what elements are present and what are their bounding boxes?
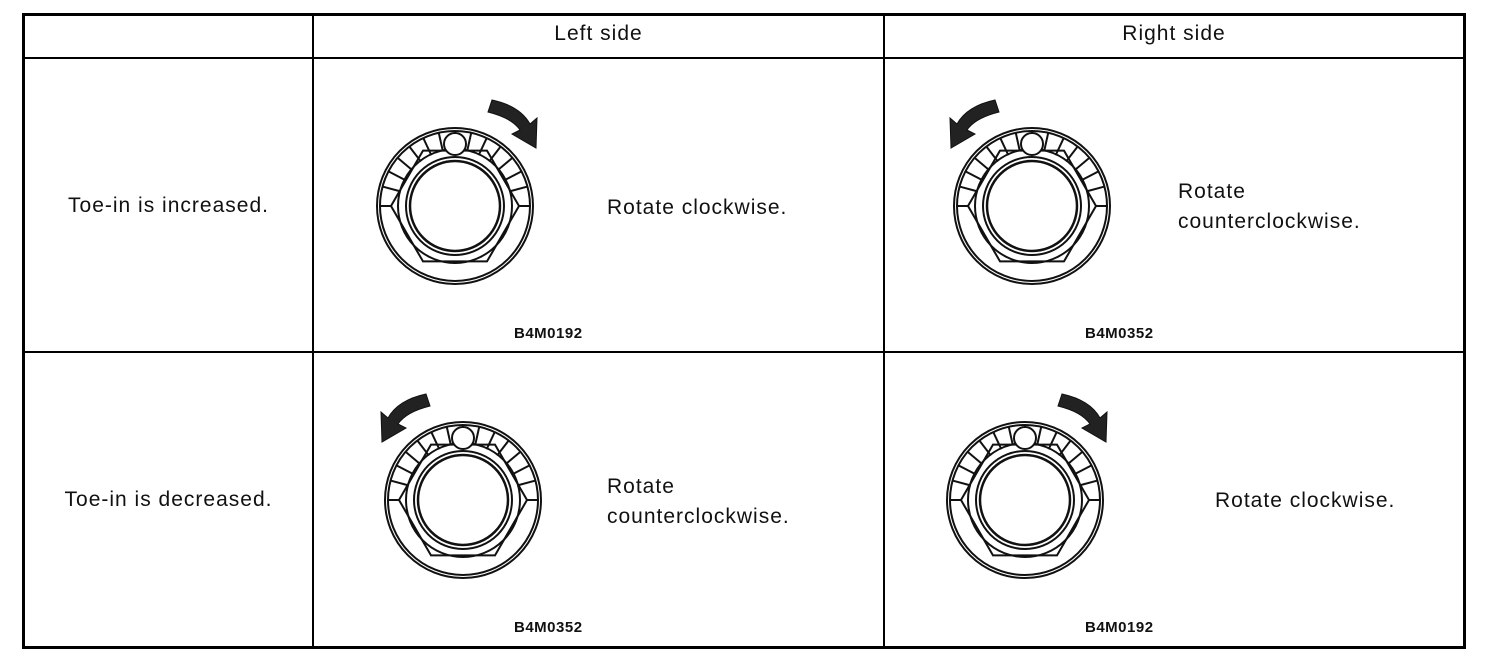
column-divider-2 <box>883 13 885 649</box>
header-right-side: Right side <box>1122 22 1226 45</box>
row-label-decreased: Toe-in is decreased. <box>64 488 273 511</box>
figure-code: B4M0192 <box>514 325 583 342</box>
adjusting-bolt-dial-icon <box>380 393 542 579</box>
instruction-text: Rotate clockwise. <box>607 196 788 219</box>
instruction-text-line-2: counterclockwise. <box>607 505 790 528</box>
figure-code: B4M0352 <box>1085 325 1154 342</box>
adjusting-bolt-dial-icon <box>949 99 1111 285</box>
instruction-text-line-1: Rotate <box>607 475 675 498</box>
row-label-increased: Toe-in is increased. <box>68 194 269 217</box>
table-border-bottom <box>22 646 1466 649</box>
adjusting-bolt-dial-icon <box>376 99 538 285</box>
instruction-text: Rotate clockwise. <box>1215 489 1396 512</box>
instruction-text-line-2: counterclockwise. <box>1178 210 1361 233</box>
figure-code: B4M0352 <box>514 619 583 636</box>
figure-code: B4M0192 <box>1085 619 1154 636</box>
table-border-top <box>22 13 1466 16</box>
instruction-text-line-1: Rotate <box>1178 180 1246 203</box>
row-divider <box>22 351 1466 353</box>
header-left-side: Left side <box>554 22 643 45</box>
adjusting-bolt-dial-icon <box>946 393 1108 579</box>
table-border-right <box>1463 13 1466 649</box>
column-divider-1 <box>312 13 314 649</box>
table-border-left <box>22 13 25 649</box>
header-divider <box>22 57 1466 59</box>
